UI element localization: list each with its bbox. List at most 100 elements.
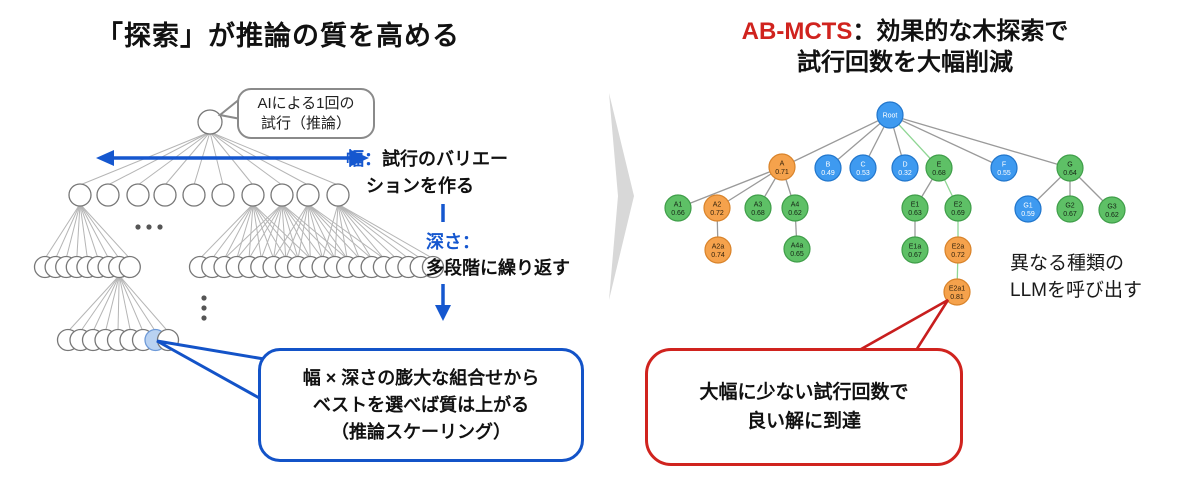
right-tree-node-A4 bbox=[781, 194, 809, 222]
right-tree-edge-A-A1 bbox=[677, 166, 783, 209]
left-tree-edge bbox=[79, 203, 120, 259]
left-tree-edge bbox=[118, 275, 156, 332]
left-tree-edge bbox=[337, 203, 348, 259]
left-tree-edge bbox=[334, 203, 339, 259]
left-tree-edge bbox=[44, 203, 81, 259]
width-label-line1: 試行のバリエー bbox=[382, 149, 508, 169]
right-title-accent: AB-MCTS bbox=[741, 18, 853, 45]
horizontal-ellipsis-dot bbox=[157, 224, 163, 230]
left-tree-edge bbox=[281, 203, 336, 259]
right-tree-node-label-Root: Root bbox=[883, 113, 898, 120]
left-tree-edge bbox=[281, 203, 311, 259]
left-tree-edge bbox=[281, 203, 299, 259]
right-tree-node-G bbox=[1056, 154, 1084, 182]
left-tree-edge bbox=[224, 203, 254, 259]
scaling-note-line1: 幅 × 深さの膨大な組合せから bbox=[302, 367, 540, 388]
scaling-note-line2: ベストを選べば質は上がる bbox=[312, 394, 530, 415]
left-tree-node bbox=[270, 183, 294, 207]
left-tree-edge bbox=[118, 275, 169, 332]
llm-note-line2: LLMを呼び出す bbox=[1010, 280, 1142, 301]
trial-callout-line1: AIによる1回の bbox=[257, 94, 355, 112]
right-tree-node-A3 bbox=[744, 194, 772, 222]
left-tree-edge bbox=[76, 203, 81, 259]
left-title: 「探索」が推論の質を高める bbox=[96, 21, 460, 51]
depth-label: 深さ： 多段階に繰り返す bbox=[426, 229, 570, 281]
depth-label-body: 多段階に繰り返す bbox=[426, 258, 570, 278]
red-note-tail bbox=[851, 298, 950, 354]
width-label-head: 幅： bbox=[346, 149, 382, 169]
left-tree-edge bbox=[307, 203, 372, 259]
left-tree-node bbox=[68, 183, 92, 207]
left-tree-edge bbox=[80, 275, 120, 332]
left-tree-edge bbox=[236, 203, 283, 259]
right-tree-node-A4a bbox=[783, 235, 811, 263]
scaling-note-box: 幅 × 深さの膨大な組合せから ベストを選べば質は上がる （推論スケーリング） bbox=[258, 348, 584, 462]
right-tree-node-A1 bbox=[664, 194, 692, 222]
left-tree-edge bbox=[118, 275, 131, 332]
right-tree-node-G2 bbox=[1056, 195, 1084, 223]
left-tree-edge bbox=[105, 275, 120, 332]
right-tree-node-G3 bbox=[1098, 196, 1126, 224]
horizontal-ellipsis-dot bbox=[135, 224, 141, 230]
panel-transition-chevron bbox=[609, 93, 634, 300]
left-tree-edge bbox=[236, 203, 254, 259]
left-tree-edge bbox=[281, 203, 287, 259]
left-tree-edge bbox=[307, 203, 324, 259]
left-tree-edge bbox=[285, 203, 309, 259]
right-title: AB-MCTS：効果的な木探索で 試行回数を大幅削減 bbox=[680, 16, 1130, 78]
left-tree-edge bbox=[337, 203, 360, 259]
left-tree-edge bbox=[117, 275, 120, 332]
scaling-note-line3: （推論スケーリング） bbox=[331, 421, 511, 442]
left-tree-node bbox=[118, 255, 141, 279]
left-tree-edge bbox=[65, 203, 81, 259]
right-title-line1: AB-MCTS：効果的な木探索で bbox=[680, 16, 1130, 47]
left-tree-edge bbox=[281, 203, 348, 259]
right-tree-node-A2a bbox=[704, 236, 732, 264]
vertical-ellipsis-dot bbox=[201, 305, 207, 311]
left-tree-edge bbox=[211, 203, 254, 259]
left-tree-node bbox=[126, 183, 150, 207]
left-tree-edge bbox=[92, 275, 120, 332]
left-tree-edge bbox=[248, 203, 254, 259]
left-tree-edge bbox=[252, 203, 299, 259]
trial-callout-line2: 試行（推論） bbox=[260, 114, 351, 132]
left-tree-edge bbox=[273, 203, 283, 259]
right-title-line2: 試行回数を大幅削減 bbox=[797, 49, 1013, 76]
left-tree-edge bbox=[337, 203, 409, 259]
left-tree-edge bbox=[337, 203, 385, 259]
trial-callout-bubble: AIによる1回の 試行（推論） bbox=[237, 88, 375, 139]
width-arrow bbox=[96, 150, 369, 166]
left-tree-edge bbox=[252, 203, 287, 259]
right-tree-edge-Root-A bbox=[781, 114, 891, 168]
fewer-trials-note-box: 大幅に少ない試行回数で 良い解に到達 bbox=[645, 348, 963, 466]
right-tree-node-A bbox=[768, 153, 796, 181]
right-tree-node-G1 bbox=[1014, 195, 1042, 223]
left-tree-edge bbox=[79, 203, 88, 259]
left-tree-node bbox=[211, 183, 235, 207]
left-tree-edge bbox=[118, 275, 144, 332]
right-tree-edge-Root-G bbox=[889, 114, 1071, 169]
left-tree-edge bbox=[248, 203, 283, 259]
left-tree-node bbox=[96, 183, 120, 207]
left-tree-edge bbox=[260, 203, 283, 259]
